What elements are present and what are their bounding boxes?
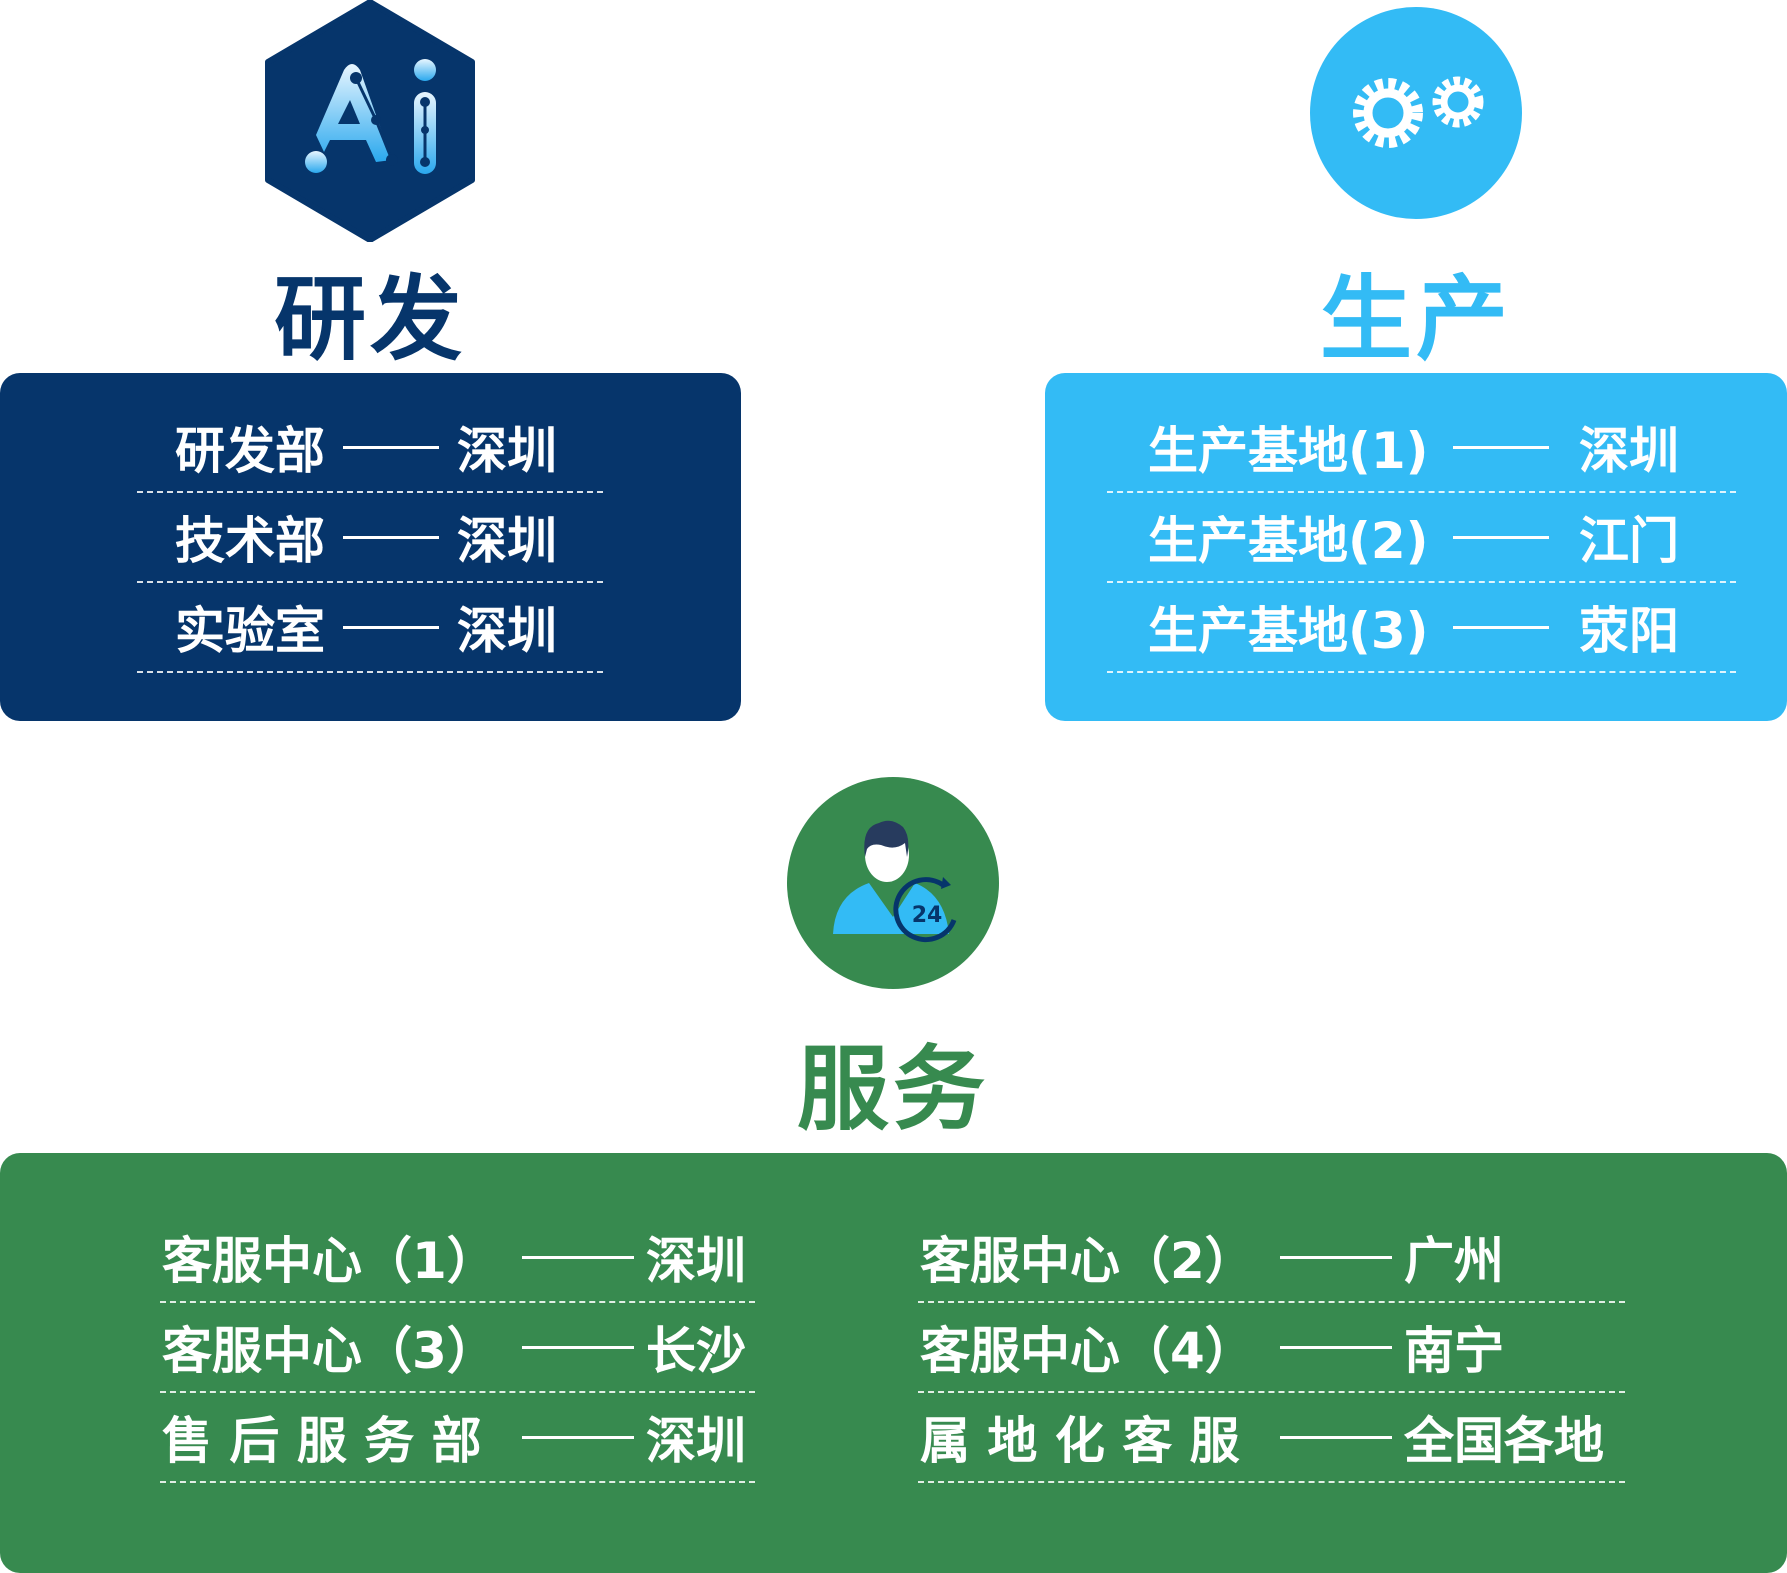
dash-connector bbox=[1453, 625, 1549, 629]
service-panel: 客服中心（1）深圳 客服中心（2）广州 客服中心（3）长沙 客服中心（4）南宁 … bbox=[0, 1153, 1787, 1573]
location: 南宁 bbox=[1404, 1322, 1504, 1380]
service-title: 服务 bbox=[796, 1036, 989, 1143]
center-name: 售 后 服 务 部 bbox=[162, 1412, 482, 1470]
rd-title: 研发 bbox=[273, 266, 466, 373]
production-row: 生产基地(1) 深圳 bbox=[1107, 403, 1736, 493]
location: 长沙 bbox=[646, 1322, 746, 1380]
location: 深圳 bbox=[1579, 422, 1679, 480]
production-row: 生产基地(2) 江门 bbox=[1107, 493, 1736, 583]
center-name: 客服中心（1） bbox=[162, 1232, 497, 1290]
dash-connector bbox=[1280, 1255, 1392, 1259]
location: 深圳 bbox=[457, 512, 557, 570]
dash-connector bbox=[1453, 445, 1549, 449]
location: 江门 bbox=[1579, 512, 1679, 570]
ai-hexagon-icon bbox=[265, 0, 475, 242]
rd-panel: 研发部深圳 技术部深圳 实验室深圳 bbox=[0, 373, 741, 721]
dash-connector bbox=[1453, 535, 1549, 539]
department-name: 技术部 bbox=[175, 512, 325, 570]
dash-connector bbox=[343, 535, 439, 539]
department-name: 实验室 bbox=[175, 602, 325, 660]
center-name: 客服中心（2） bbox=[920, 1232, 1255, 1290]
location: 深圳 bbox=[457, 422, 557, 480]
dash-connector bbox=[1280, 1435, 1392, 1439]
center-name: 客服中心（4） bbox=[920, 1322, 1255, 1380]
location: 广州 bbox=[1404, 1232, 1504, 1290]
service-row: 售 后 服 务 部 深圳 bbox=[160, 1393, 755, 1483]
production-panel: 生产基地(1) 深圳 生产基地(2) 江门 生产基地(3) 荥阳 bbox=[1045, 373, 1787, 721]
location: 全国各地 bbox=[1404, 1412, 1604, 1470]
department-name: 研发部 bbox=[175, 422, 325, 480]
service-row: 客服中心（3） 长沙 bbox=[160, 1303, 755, 1393]
gears-icon bbox=[1310, 7, 1522, 219]
icon-24-text: 24 bbox=[912, 903, 943, 928]
dash-connector bbox=[343, 625, 439, 629]
location: 深圳 bbox=[457, 602, 557, 660]
dash-connector bbox=[522, 1255, 634, 1259]
center-name: 客服中心（3） bbox=[162, 1322, 497, 1380]
production-row: 生产基地(3) 荥阳 bbox=[1107, 583, 1736, 673]
site-name: 生产基地(1) bbox=[1148, 422, 1429, 480]
location: 深圳 bbox=[646, 1232, 746, 1290]
service-row: 客服中心（1） 深圳 bbox=[160, 1213, 755, 1303]
service-row: 属 地 化 客 服 全国各地 bbox=[918, 1393, 1625, 1483]
production-title: 生产 bbox=[1319, 266, 1512, 373]
dash-connector bbox=[522, 1435, 634, 1439]
service-row: 客服中心（2） 广州 bbox=[918, 1213, 1625, 1303]
location: 深圳 bbox=[646, 1412, 746, 1470]
dash-connector bbox=[343, 445, 439, 449]
rd-row: 技术部 深圳 bbox=[137, 493, 603, 583]
customer-service-24h-icon: 24 bbox=[787, 777, 999, 989]
dash-connector bbox=[522, 1345, 634, 1349]
center-name: 属 地 化 客 服 bbox=[920, 1412, 1240, 1470]
dash-connector bbox=[1280, 1345, 1392, 1349]
site-name: 生产基地(2) bbox=[1148, 512, 1429, 570]
rd-row: 实验室 深圳 bbox=[137, 583, 603, 673]
site-name: 生产基地(3) bbox=[1148, 602, 1429, 660]
rd-row: 研发部 深圳 bbox=[137, 403, 603, 493]
service-row: 客服中心（4） 南宁 bbox=[918, 1303, 1625, 1393]
location: 荥阳 bbox=[1579, 602, 1679, 660]
